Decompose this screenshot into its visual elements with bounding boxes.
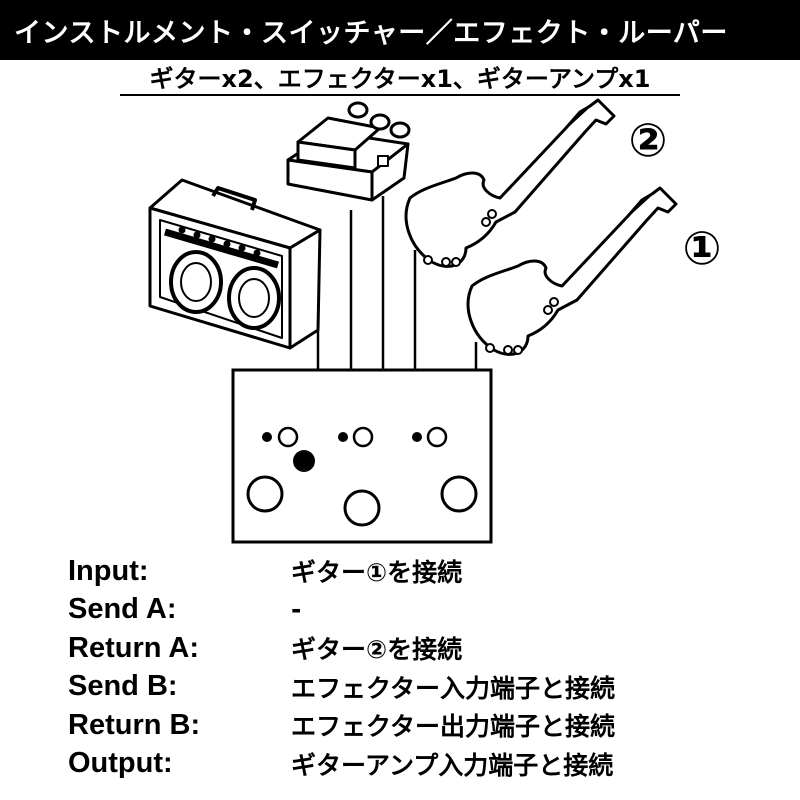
list-item: Return B: エフェクター出力端子と接続 — [68, 706, 768, 745]
connection-label: Send B: — [68, 670, 178, 703]
header-bar: インストルメント・スイッチャー／エフェクト・ルーパー — [0, 0, 800, 60]
connection-value: - — [291, 595, 302, 625]
connection-value: エフェクター入力端子と接続 — [291, 673, 616, 703]
connection-value: ギター②を接続 — [291, 635, 463, 665]
connection-label: Return B: — [68, 708, 201, 741]
subtitle: ギターx2、エフェクターx1、ギターアンプx1 — [120, 64, 680, 96]
connection-value: エフェクター出力端子と接続 — [291, 712, 616, 742]
amplifier-icon — [148, 178, 322, 350]
connection-label: Send A: — [68, 593, 177, 626]
cables — [316, 196, 478, 370]
connection-value: ギターアンプ入力端子と接続 — [291, 750, 614, 780]
guitar-icon-1 — [466, 186, 678, 356]
guitar-2-label: ② — [629, 113, 668, 167]
list-item: Send A: - — [68, 591, 768, 630]
list-item: Input: ギター①を接続 — [68, 552, 768, 591]
list-item: Send B: エフェクター入力端子と接続 — [68, 668, 768, 707]
guitar-1-label: ① — [683, 221, 722, 275]
list-item: Return A: ギター②を接続 — [68, 629, 768, 668]
switcher-box-icon — [231, 368, 493, 544]
connection-label: Input: — [68, 554, 149, 587]
connection-list: Input: ギター①を接続 Send A: - Return A: ギター②を… — [68, 552, 768, 783]
page-title: インストルメント・スイッチャー／エフェクト・ルーパー — [14, 17, 728, 49]
connection-label: Return A: — [68, 631, 200, 664]
list-item: Output: ギターアンプ入力端子と接続 — [68, 745, 768, 784]
connection-value: ギター①を接続 — [291, 558, 463, 588]
effect-pedal-icon — [286, 101, 411, 202]
connection-label: Output: — [68, 747, 173, 780]
connection-diagram: ② ① — [148, 98, 722, 544]
guitar-icon-2 — [404, 98, 616, 268]
